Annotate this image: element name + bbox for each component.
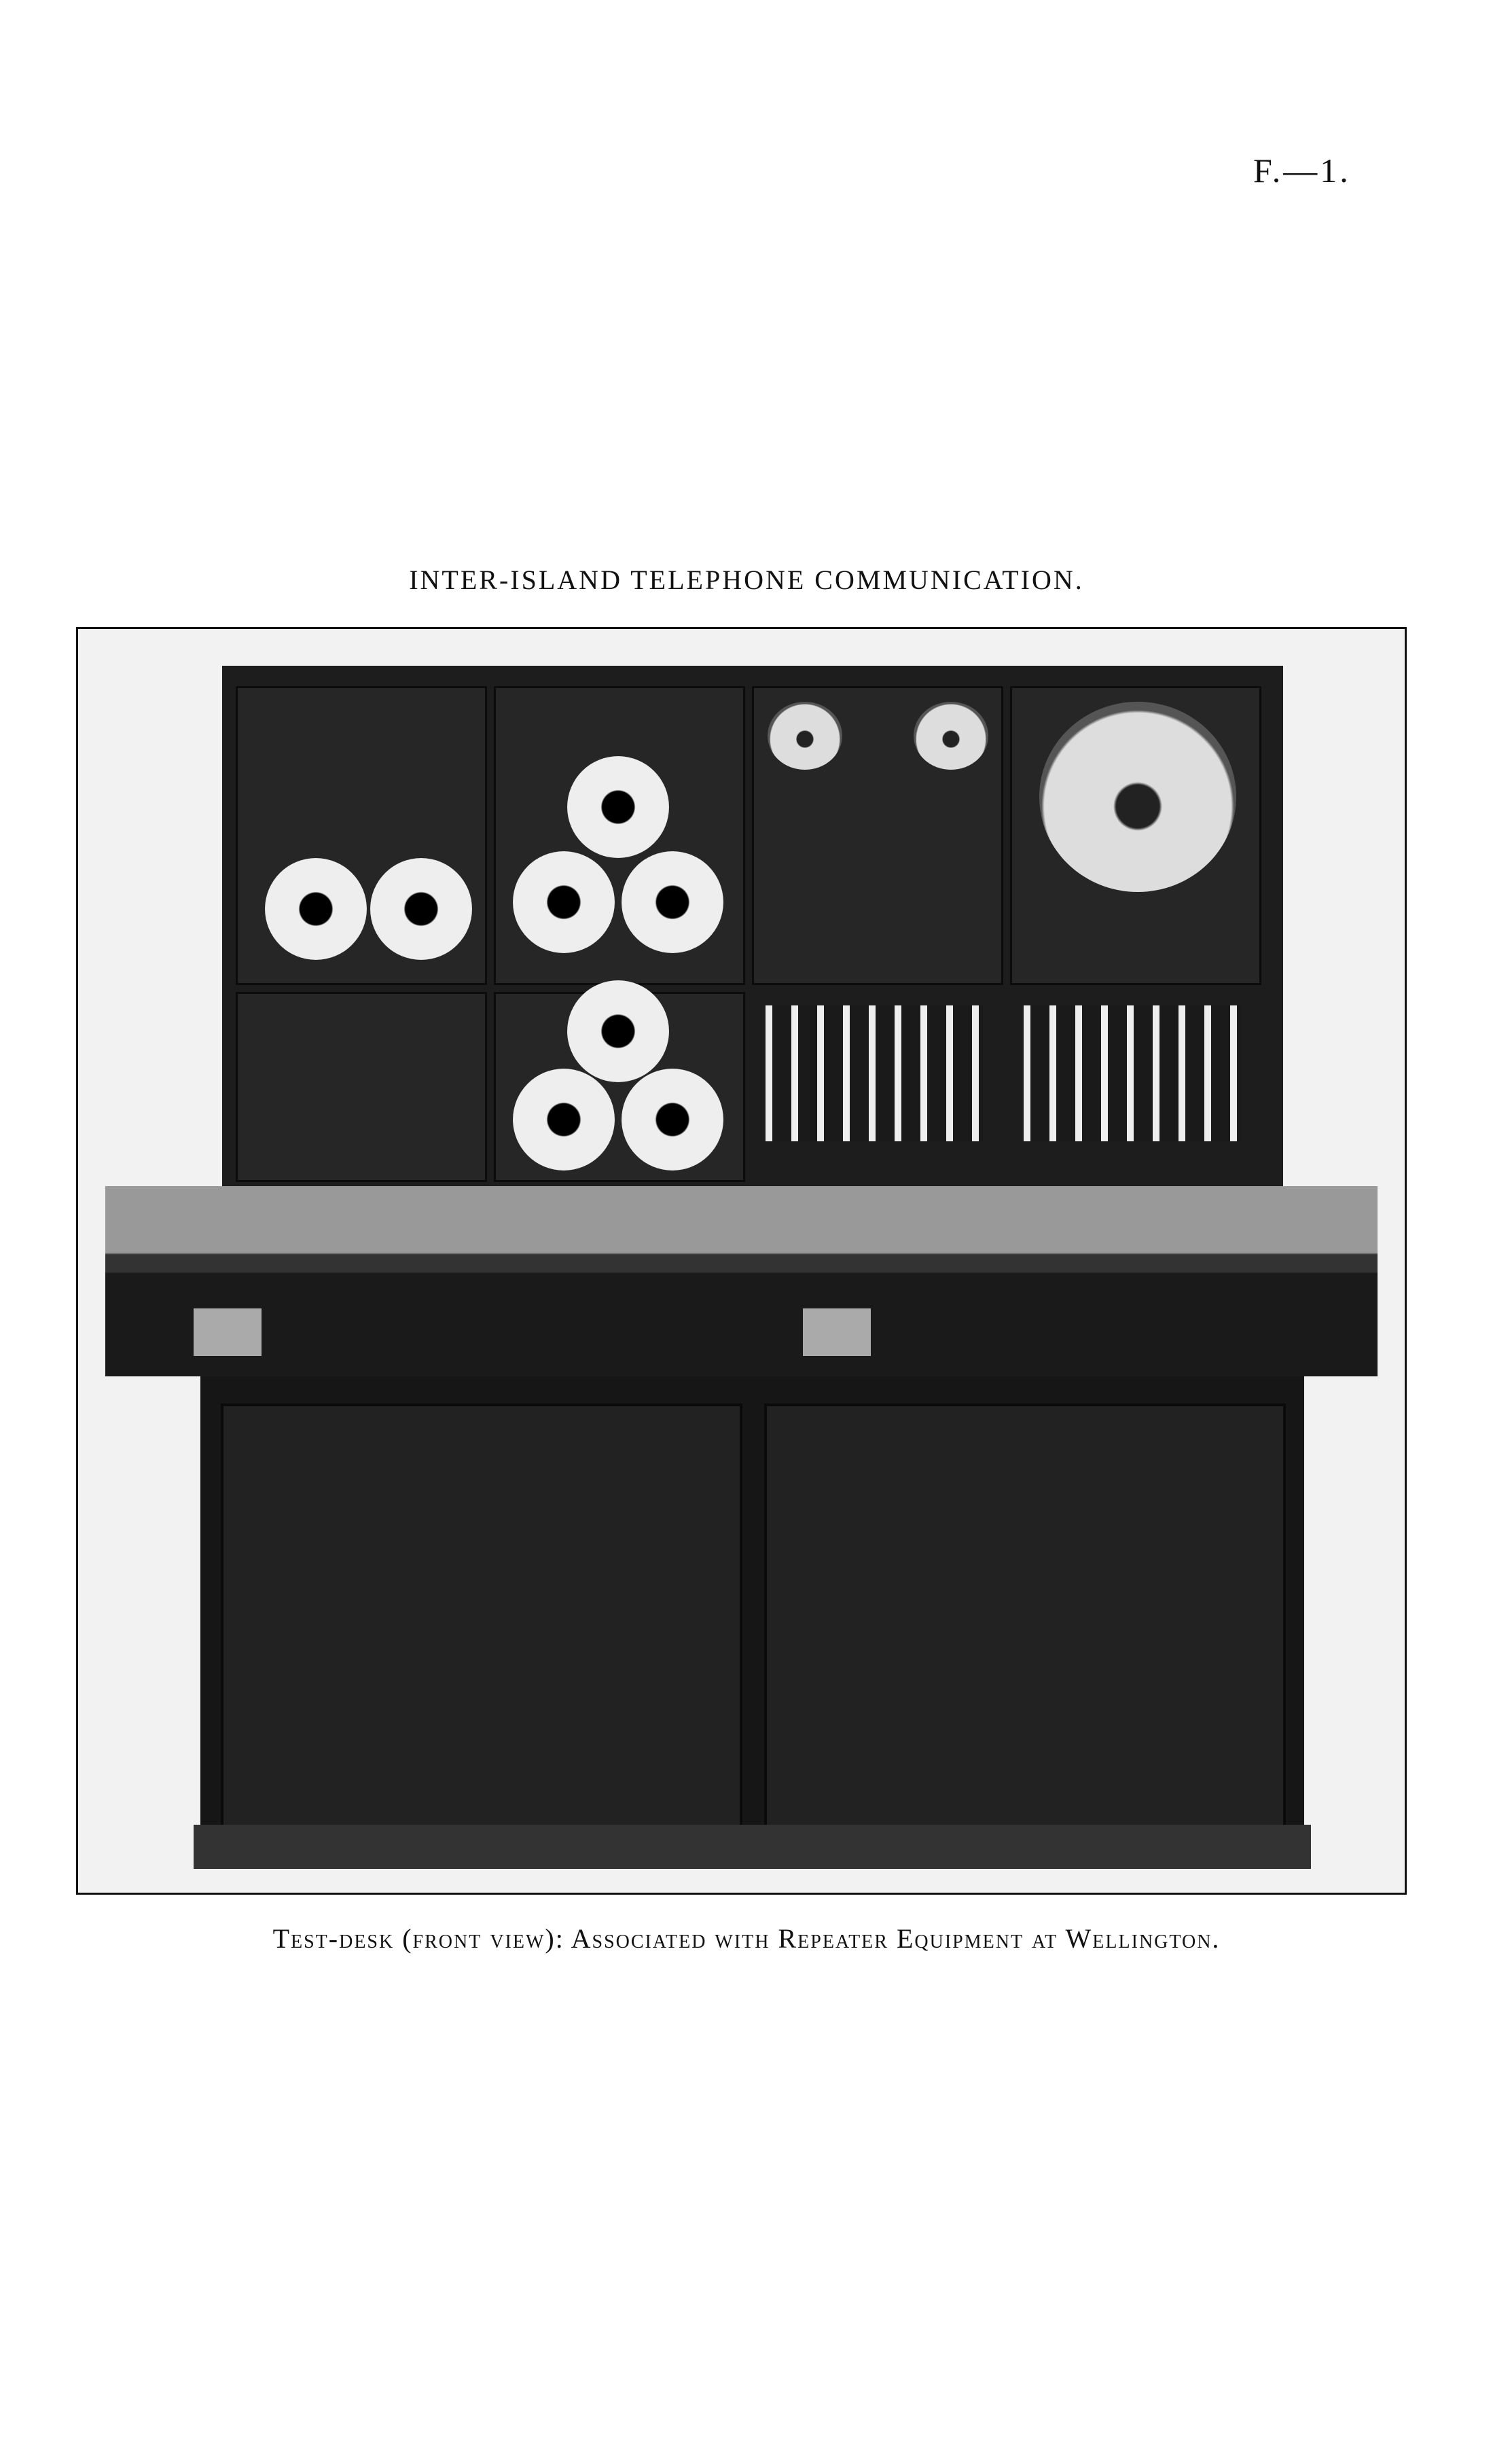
dial-icon [567, 756, 669, 858]
panel-section-3 [752, 686, 1003, 985]
dial-icon [370, 858, 472, 960]
dial-icon [513, 851, 615, 953]
meter-icon [768, 702, 842, 770]
plinth [194, 1825, 1311, 1869]
panel-section-2 [494, 686, 745, 985]
test-desk-photograph [76, 627, 1407, 1895]
voltmeter-icon [1039, 702, 1236, 892]
key-switches [1024, 1005, 1241, 1141]
page-title: INTER-ISLAND TELEPHONE COMMUNICATION. [409, 565, 1084, 595]
panel-section-5 [236, 992, 487, 1182]
cabinet-door [764, 1404, 1286, 1830]
dial-icon [567, 980, 669, 1082]
dial-icon [622, 851, 723, 953]
dial-icon [265, 858, 367, 960]
panel-section-6 [494, 980, 745, 1182]
panel-section-1 [236, 686, 487, 985]
figure-caption: Test-desk (front view): Associated with … [272, 1923, 1221, 1954]
panel-section-4 [1010, 686, 1261, 985]
cabinet-door [221, 1404, 742, 1830]
dial-icon [622, 1069, 723, 1171]
instrument-panel [222, 666, 1283, 1189]
drawer-plate [803, 1308, 871, 1356]
desk-top [105, 1186, 1378, 1376]
drawer-plate [194, 1308, 262, 1356]
page-reference: F.—1. [1253, 151, 1351, 190]
key-switches [766, 1005, 983, 1141]
cabinet [194, 1376, 1311, 1869]
meter-icon [914, 702, 988, 770]
dial-icon [513, 1069, 615, 1171]
